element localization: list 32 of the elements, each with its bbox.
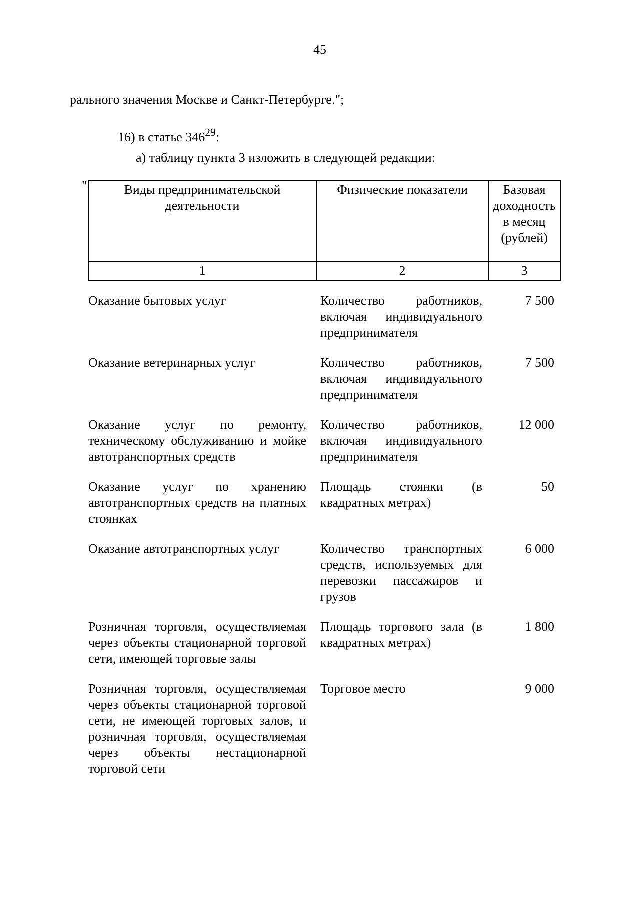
list-item: а) таблицу пункта 3 изложить в следующей редакции: xyxy=(136,150,436,166)
physical-indicator: Количество транспортных средств, используемых для перевозки пассажиров и грузов xyxy=(320,541,482,605)
text-line: рального значения Москве и Санкт-Петербурге."; xyxy=(70,92,344,108)
base-income: 7 500 xyxy=(524,355,554,371)
page-number: 45 xyxy=(312,42,328,58)
quote-mark: " xyxy=(82,178,88,194)
base-income: 7 500 xyxy=(524,293,554,309)
activity-type: Оказание ветеринарных услуг xyxy=(88,355,257,371)
base-income: 6 000 xyxy=(524,541,554,557)
column-header: Базовая доходность в месяц (рублей) xyxy=(492,182,557,246)
physical-indicator: Площадь торгового зала (в квадратных метрах) xyxy=(320,619,482,651)
column-number: 2 xyxy=(398,263,407,279)
physical-indicator: Количество работников, включая индивидуального предпринимателя xyxy=(320,417,482,465)
physical-indicator: Количество работников, включая индивидуального предпринимателя xyxy=(320,355,482,403)
column-number: 3 xyxy=(520,263,529,279)
activity-type: Оказание услуг по ремонту, техническому обслуживанию и мойке автотранспортных средств xyxy=(88,417,306,465)
base-income: 1 800 xyxy=(524,619,554,635)
physical-indicator: Площадь стоянки (в квадратных метрах) xyxy=(320,479,482,511)
activity-type: Оказание автотранспортных услуг xyxy=(88,541,280,557)
base-income: 50 xyxy=(540,479,554,495)
column-header: Виды предпринимательской деятельности xyxy=(123,182,282,214)
activity-type: Оказание услуг по хранению автотранспортных средств на платных стоянках xyxy=(88,479,306,527)
activity-type: Розничная торговля, осуществляемая через объекты стационарной торговой сети, имеющей торговые залы xyxy=(88,619,306,667)
base-income: 9 000 xyxy=(524,681,554,697)
column-header: Физические показатели xyxy=(336,182,469,198)
activity-type: Розничная торговля, осуществляемая через объекты стационарной торговой сети, не имеющей торговых залов, и розничная торговля, осуществляемая через объекты нестационарной торговой сети xyxy=(88,681,306,777)
physical-indicator: Количество работников, включая индивидуального предпринимателя xyxy=(320,293,482,341)
activity-type: Оказание бытовых услуг xyxy=(88,293,228,309)
base-income: 12 000 xyxy=(518,417,554,433)
physical-indicator: Торговое место xyxy=(320,681,407,697)
list-item: 16) в статье 346$^{29}$: xyxy=(118,127,220,146)
column-number: 1 xyxy=(198,263,207,279)
